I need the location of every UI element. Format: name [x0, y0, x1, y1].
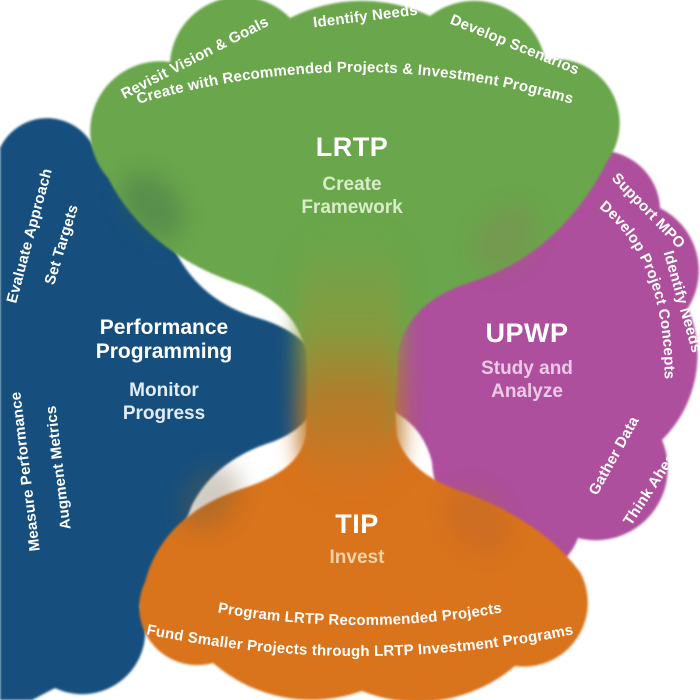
- performance-blob: [0, 118, 321, 700]
- upwp-subtitle-line2: Analyze: [491, 381, 563, 402]
- upwp-subtitle-line1: Study and: [481, 358, 573, 379]
- performance-heading-line2: Programming: [96, 340, 233, 363]
- junction-blends: [120, 172, 537, 553]
- lrtp-subtitle-line2: Framework: [301, 197, 403, 218]
- performance-subtitle-line2: Progress: [123, 403, 205, 424]
- tip-heading: TIP: [335, 509, 379, 539]
- performance-heading-line1: Performance: [100, 316, 228, 339]
- tip-blob: [139, 360, 588, 700]
- performance-subtitle-line1: Monitor: [129, 380, 199, 401]
- tip-subtitle: Invest: [330, 547, 386, 568]
- lrtp-subtitle-line1: Create: [322, 174, 381, 195]
- upwp-heading: UPWP: [486, 318, 569, 348]
- center-blend-column: [298, 236, 402, 488]
- lrtp-blob: [90, 0, 620, 458]
- lrtp-heading: LRTP: [316, 132, 389, 162]
